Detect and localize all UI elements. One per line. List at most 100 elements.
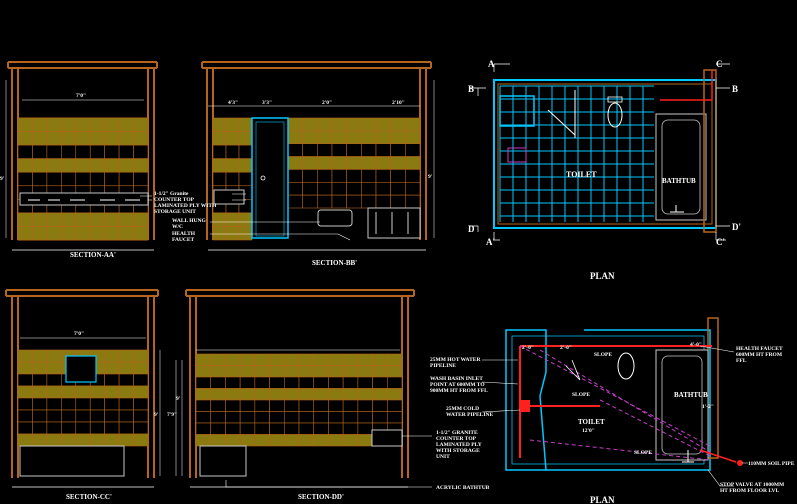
wall-tile [239,399,256,412]
wall-tile [212,117,227,132]
wall-tile [390,181,406,196]
wall-tile [104,131,120,146]
wall-tile [17,433,33,447]
wall-tile [287,117,303,132]
wall-tile [17,226,33,241]
wall-tile [328,399,344,412]
section-dd-tile-grid [195,353,403,447]
wall-tile [32,397,48,411]
wall-tile [32,171,48,187]
wall-tile [32,385,48,399]
marker-c-prime[interactable]: C' [716,237,725,247]
wall-tile [342,388,359,401]
wall-tile [17,421,33,435]
wall-tile [118,226,134,241]
wall-tile [75,117,91,132]
slope-label-2: SLOPE [572,392,590,398]
wall-tile [283,365,300,378]
wall-tile [405,181,421,196]
wall-tile [212,212,227,227]
plan-bottom-wc [617,352,635,380]
wall-tile [357,353,373,366]
wall-tile [238,171,253,187]
wall-tile [287,169,303,183]
wall-tile [32,433,48,447]
wall-tile [46,158,62,173]
marker-c[interactable]: C [716,59,723,69]
wall-tile [269,399,285,412]
wall-tile [225,144,240,159]
wall-tile [254,422,270,435]
wall-tile [89,171,105,187]
wall-tile [32,212,48,227]
section-aa-title: SECTION-AA' [70,251,116,259]
wall-tile [89,158,105,173]
wall-tile [298,422,315,435]
wall-tile [212,226,227,241]
wall-tile [46,349,62,363]
wall-tile [17,158,33,173]
wall-tile [17,117,33,132]
marker-a-prime[interactable]: A' [486,237,495,247]
wall-tile [133,421,149,435]
granite-dd-callout-3: LAMINATED PLY [436,442,482,448]
wall-tile [195,411,212,424]
wall-tile [361,143,377,157]
wall-tile [298,434,315,447]
marker-d[interactable]: D [468,224,475,234]
wall-tile [32,409,48,423]
wall-tile [342,411,359,424]
wall-tile [313,422,329,435]
section-aa-height-dim: 9' [0,176,5,182]
section-cc-title: SECTION-CC' [66,493,112,501]
marker-a[interactable]: A [488,59,495,69]
wall-tile [298,399,315,412]
wall-tile [225,353,241,366]
wall-tile [104,144,120,159]
wall-tile [239,376,256,389]
wall-tile [75,397,91,411]
section-dd-title: SECTION-DD' [298,493,344,501]
wall-tile [386,353,403,366]
note-health-1: HEALTH FAUCET [736,346,783,352]
wall-tile [61,409,77,423]
wall-tile [212,171,227,187]
marker-b-left[interactable]: B [468,84,474,94]
wall-tile [61,226,77,241]
wall-tile [225,411,241,424]
wall-tile [104,212,120,227]
wall-tile [133,433,149,447]
wall-tile [118,158,134,173]
wall-tile [313,388,329,401]
wall-tile [75,212,91,227]
marker-b-right[interactable]: B [732,84,738,94]
wall-tile [104,226,120,241]
wall-tile [118,385,134,399]
wall-tile [46,433,62,447]
marker-d-prime[interactable]: D' [732,222,741,232]
plan-bottom-title: PLAN [590,495,615,504]
wall-tile [17,361,33,375]
wall-tile [346,181,362,196]
wall-tile [118,397,134,411]
wall-tile [212,131,227,146]
wall-tile [346,194,362,209]
wall-tile [386,388,403,401]
wall-tile [254,399,270,412]
wall-tile [89,226,105,241]
wall-tile [104,373,120,387]
wall-tile [361,130,377,145]
note-basin-3: 900MM HT FROM FFL [430,388,488,394]
wall-tile [89,117,105,132]
wall-tile [317,143,333,157]
wall-hung-callout-1: WALL HUNG [172,218,206,224]
wall-tile [342,365,359,378]
wall-tile [302,130,318,145]
wall-tile [61,144,77,159]
wall-tile [357,376,373,389]
granite-dd-callout-2: COUNTER TOP [436,436,477,442]
wall-tile [133,226,149,241]
wall-tile [405,130,421,145]
wall-tile [346,130,362,145]
section-cc-width-dim: 7'0" [74,331,84,337]
